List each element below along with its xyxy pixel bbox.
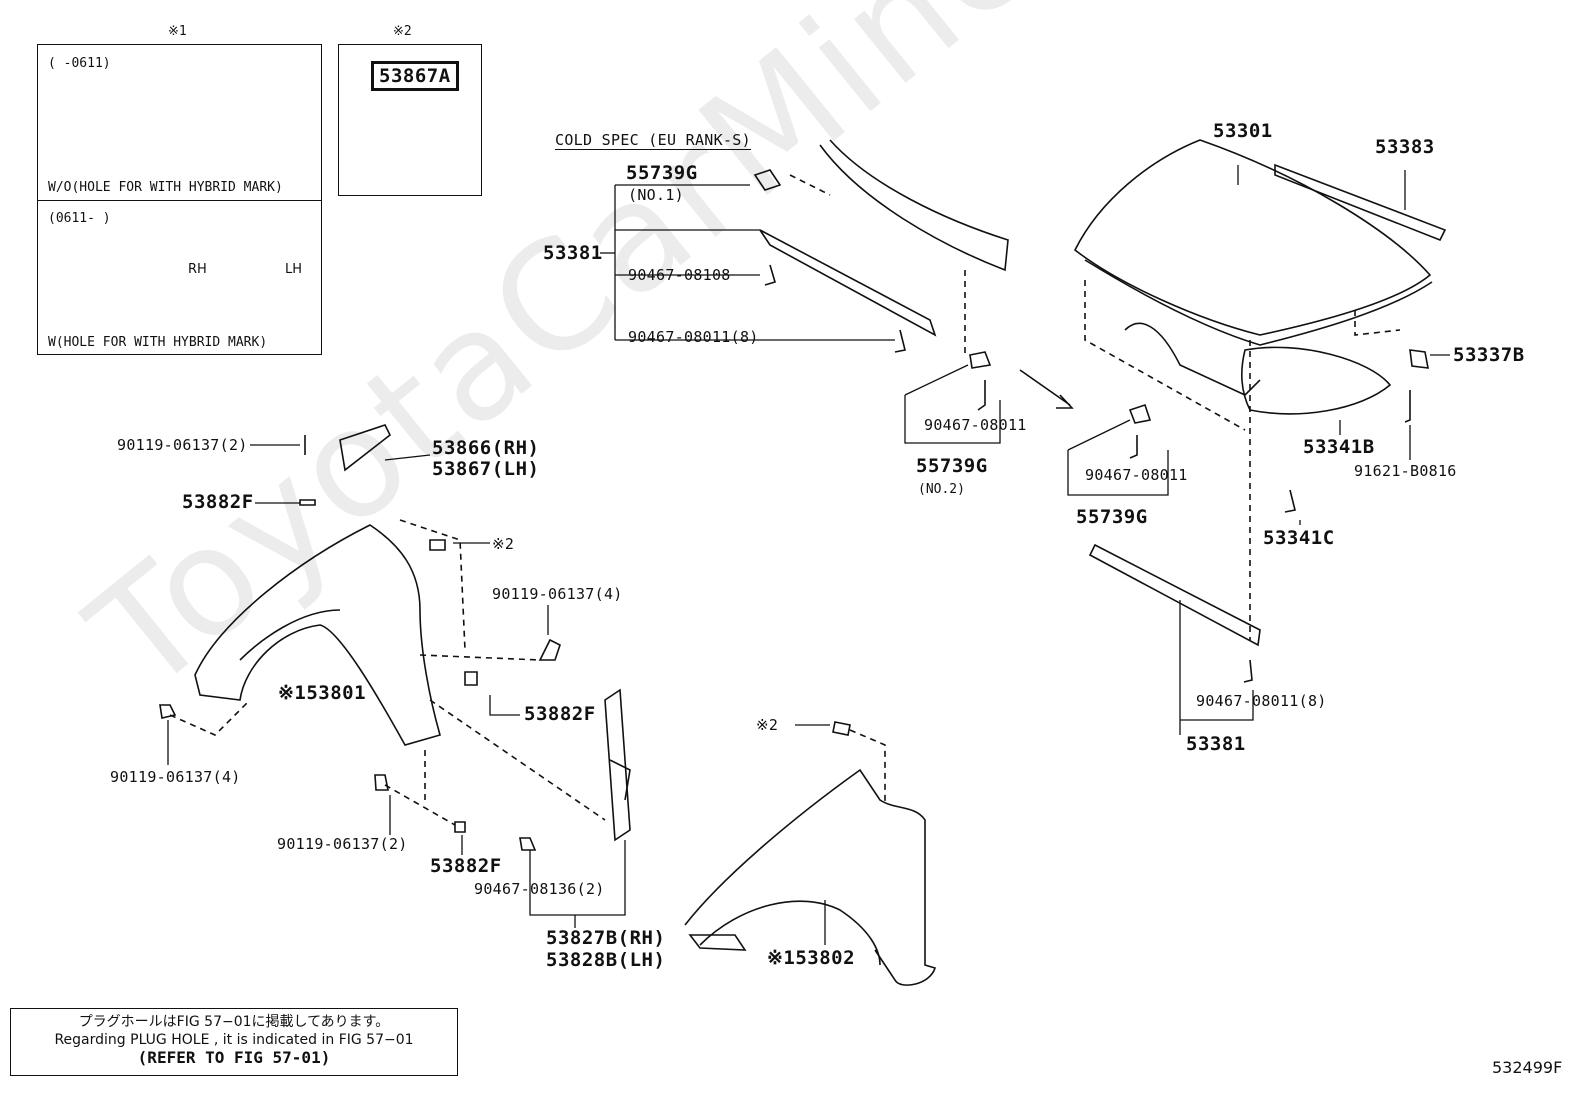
label-53383: 53383 [1375,136,1435,158]
label-53827b-rh: 53827B(RH) [546,927,666,949]
inset2-part-label: 53867A [371,61,459,91]
label-53381-bottom: 53381 [1186,733,1246,755]
fender-seal-art [519,688,631,851]
fender-liner-art [159,424,606,833]
note-line-en: Regarding PLUG HOLE , it is indicated in… [54,1032,414,1048]
label-90467-08011-8-bottom: 90467-08011(8) [1196,692,1327,710]
fender-main-art [684,721,936,986]
label-53341b: 53341B [1303,436,1375,458]
label-53802: ※153802 [767,947,856,969]
label-53337b: 53337B [1453,344,1525,366]
inset1-range-bottom: (0611- ) [48,211,111,226]
label-53882f-bottom: 53882F [430,855,502,877]
label-no2: (NO.2) [918,482,965,497]
hood-main-art [1019,139,1447,683]
label-53381-top: 53381 [543,242,603,264]
leader-lines [167,165,1450,945]
label-90119-06137-4-top: 90119-06137(4) [492,585,623,603]
inset2-mark: ※2 [393,24,412,39]
note-line-jp: プラグホールはFIG 57−01に掲載してあります。 [78,1014,390,1030]
label-53301: 53301 [1213,120,1273,142]
inset1-lh-label: LH [285,262,303,277]
label-53341c: 53341C [1263,527,1335,549]
note-line-refer: (REFER TO FIG 57-01) [137,1048,331,1067]
inset1-caption-top: W/O(HOLE FOR WITH HYBRID MARK) [48,180,283,195]
inset1-caption-bottom: W(HOLE FOR WITH HYBRID MARK) [48,335,268,350]
inset1-range-top: ( -0611) [48,56,111,71]
plug-hole-note: プラグホールはFIG 57−01に掲載してあります。 Regarding PLU… [10,1008,458,1076]
label-90467-08011-right: 90467-08011 [1085,466,1188,484]
label-53866-rh: 53866(RH) [432,437,540,459]
label-55739g-no1: 55739G [626,162,698,184]
cold-spec-title: COLD SPEC (EU RANK-S) [555,131,751,150]
label-53867-lh: 53867(LH) [432,458,540,480]
label-53828b-lh: 53828B(LH) [546,949,666,971]
label-90467-08011-8-top: 90467-08011(8) [628,328,759,346]
label-90119-06137-2-top: 90119-06137(2) [117,436,248,454]
inset1-box-bottom [37,200,322,355]
figure-code: 532499F [1492,1058,1563,1077]
label-90467-08136: 90467-08136(2) [474,880,605,898]
label-53801: ※153801 [278,682,367,704]
label-90467-08011-no2: 90467-08011 [924,416,1027,434]
label-91621-b0816: 91621-B0816 [1354,462,1457,480]
inset1-mark: ※1 [168,24,187,39]
label-90467-08108: 90467-08108 [628,266,731,284]
label-90119-06137-4-bottom: 90119-06137(4) [110,768,241,786]
inset1-box-top [37,44,322,202]
label-53882f-top: 53882F [182,491,254,513]
label-55739g-right: 55739G [1076,506,1148,528]
label-no1: (NO.1) [628,186,684,204]
inset1-rh-label: RH [188,262,207,277]
label-55739g-no2: 55739G [916,455,988,477]
label-53882f-mid: 53882F [524,703,596,725]
hood-partial-art [753,139,1009,411]
label-star2-fender: ※2 [756,716,779,734]
label-90119-06137-2-bottom: 90119-06137(2) [277,835,408,853]
label-star2-liner: ※2 [492,535,515,553]
